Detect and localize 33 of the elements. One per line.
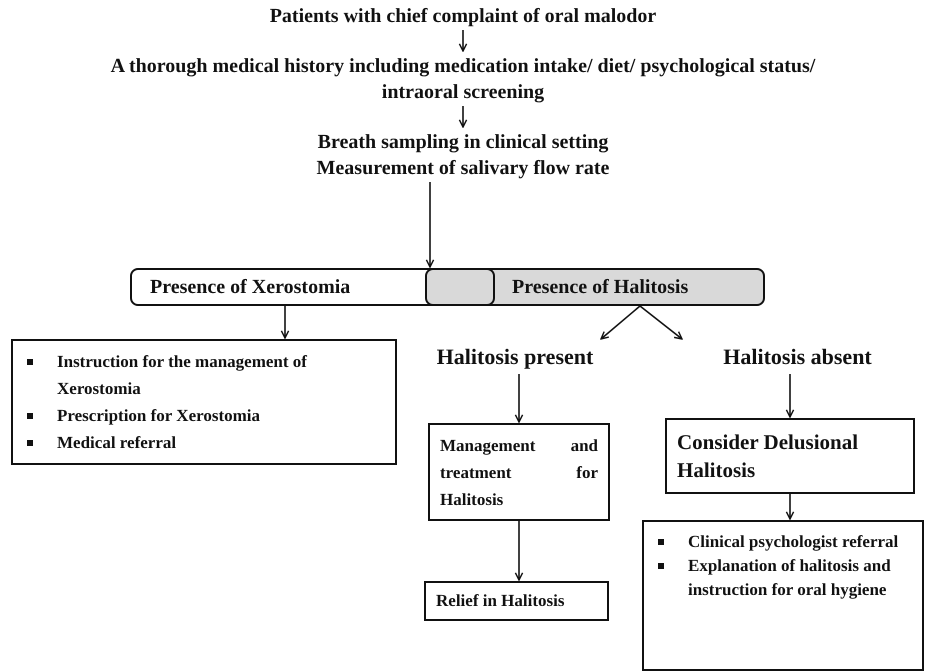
arrow xyxy=(514,374,524,423)
arrow xyxy=(514,521,524,581)
arrow xyxy=(280,306,290,339)
process-box xyxy=(424,581,609,621)
label-text: Halitosis present xyxy=(436,343,594,371)
arrow xyxy=(786,494,794,520)
label-text: Patients with chief complaint of oral malodor xyxy=(270,4,656,29)
process-box xyxy=(425,268,765,306)
arrow xyxy=(640,305,683,340)
label-text: Presence of Xerostomia xyxy=(150,275,352,299)
label-text: Breath sampling in clinical setting xyxy=(318,130,608,155)
arrow xyxy=(458,30,468,52)
label-text: Relief in Halitosis xyxy=(436,590,566,612)
bullet-list-box xyxy=(11,339,397,465)
process-box xyxy=(130,268,495,306)
arrow xyxy=(458,106,468,128)
label-text: Halitosis absent xyxy=(723,343,872,371)
label-text: Management and treatment for Halitosis xyxy=(440,434,598,510)
bullet-item: Explanation of halitosis and instruction for oral hygiene xyxy=(654,554,912,602)
arrow xyxy=(426,182,434,268)
arrow xyxy=(600,305,641,340)
process-box xyxy=(665,418,915,494)
bullet-item: Prescription for Xerostomia xyxy=(23,402,385,429)
arrow xyxy=(786,374,794,418)
process-box xyxy=(428,423,610,521)
label-text: Presence of Halitosis xyxy=(512,275,690,299)
label-text: A thorough medical history including medication intake/ diet/ psychological status/ intraoral screening xyxy=(110,54,816,105)
bullet-list-box xyxy=(642,520,924,671)
bullet-item: Instruction for the management of Xerostomia xyxy=(23,348,385,402)
bullet-item: Medical referral xyxy=(23,429,385,456)
bullet-item: Clinical psychologist referral xyxy=(654,530,912,554)
label-text: Consider Delusional Halitosis xyxy=(677,429,860,484)
label-text: Measurement of salivary flow rate xyxy=(316,156,610,181)
